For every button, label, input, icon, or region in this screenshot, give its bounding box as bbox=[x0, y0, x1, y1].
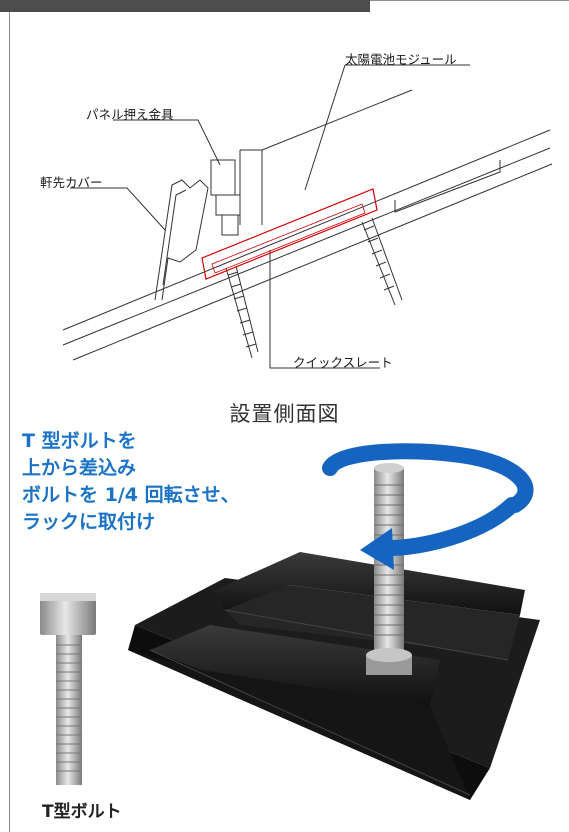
instruction-line-3: ボルトを 1/4 回転させ、 bbox=[22, 484, 240, 506]
slate-leader bbox=[269, 250, 380, 369]
rotation-arrow-back bbox=[322, 443, 534, 513]
rack-rail bbox=[128, 552, 540, 800]
module-top-line bbox=[261, 89, 413, 151]
eave-cover-label: 軒先カバー bbox=[40, 175, 103, 190]
slate-screw-right bbox=[361, 217, 403, 306]
roof-line-1 bbox=[62, 129, 551, 331]
eave-cover-shape bbox=[154, 179, 209, 301]
eave-cover-leader bbox=[70, 187, 166, 231]
diagram-caption: 設置側面図 bbox=[229, 402, 340, 426]
clamp-label: パネル押え金具 bbox=[86, 107, 174, 122]
quick-slate-inner bbox=[211, 203, 366, 274]
module-rail-right bbox=[394, 160, 501, 213]
slate-label: クイックスレート bbox=[293, 355, 393, 370]
rotation-arrow-front bbox=[382, 497, 520, 556]
instruction-line-4: ラックに取付け bbox=[22, 511, 156, 533]
instruction-text: T 型ボルトを 上から差込み ボルトを 1/4 回転させ、 ラックに取付け bbox=[22, 428, 240, 536]
roof-line-3 bbox=[72, 163, 553, 361]
module-leader bbox=[304, 64, 346, 191]
rotation-arrow-head bbox=[360, 528, 394, 570]
instruction-line-1: T 型ボルトを bbox=[22, 430, 137, 452]
top-bar bbox=[0, 0, 370, 12]
eave-cover-inner bbox=[162, 189, 187, 286]
roof-line-2 bbox=[62, 147, 551, 346]
t-bolt-label: T型ボルト bbox=[42, 802, 122, 822]
instruction-line-2: 上から差込み bbox=[22, 457, 137, 479]
quick-slate-highlight bbox=[201, 188, 378, 280]
vertical-bolt bbox=[366, 463, 412, 675]
slate-screw-left bbox=[225, 265, 259, 359]
clamp-leader bbox=[113, 119, 221, 166]
clamp-bolt bbox=[221, 214, 239, 236]
module-label: 太陽電池モジュール bbox=[345, 52, 457, 67]
t-bolt bbox=[40, 593, 96, 785]
